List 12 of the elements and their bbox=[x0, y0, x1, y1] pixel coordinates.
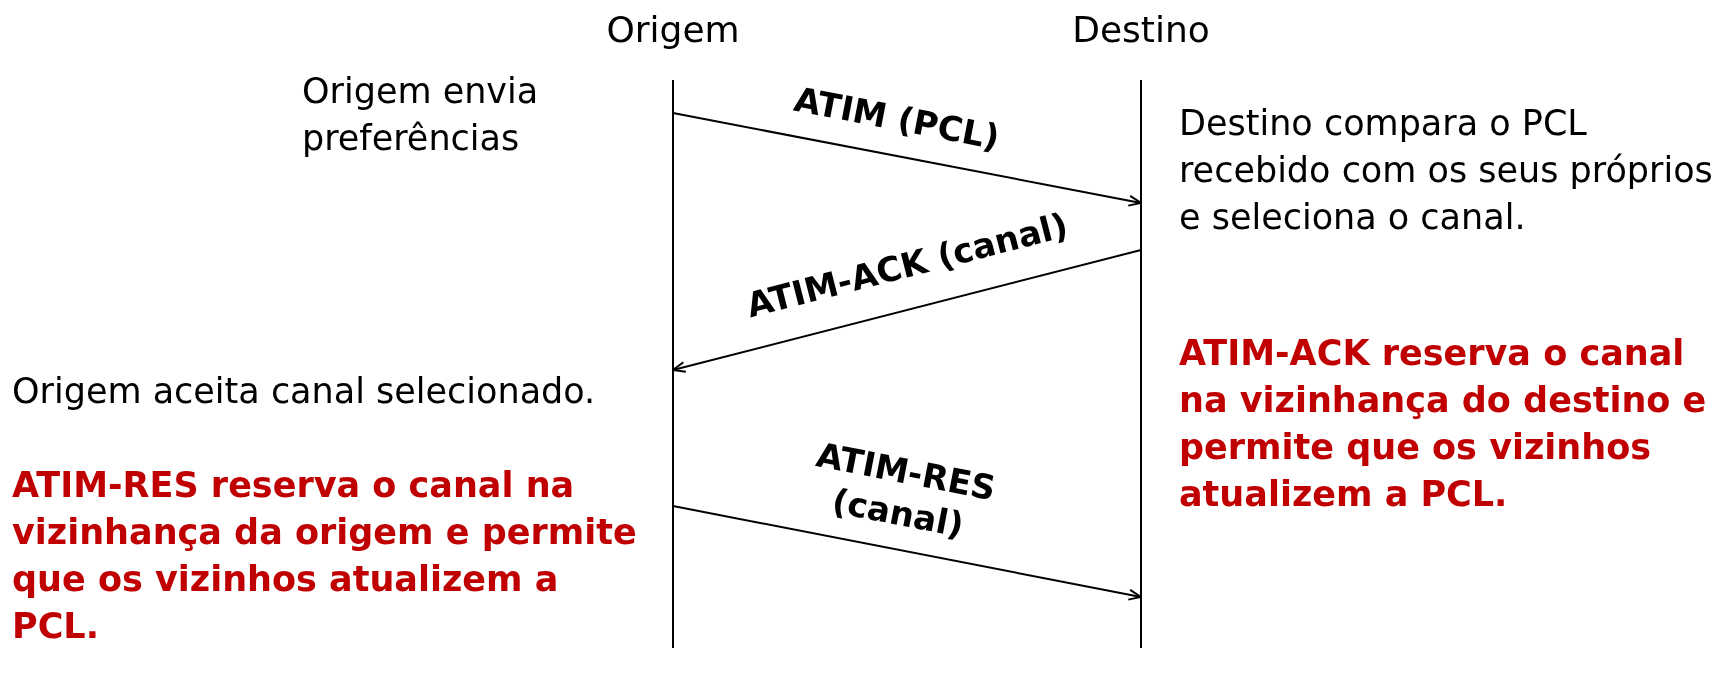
message-arrow bbox=[672, 112, 1142, 207]
edge-label: ATIM-RES (canal) bbox=[812, 432, 1000, 547]
edge-label: ATIM (PCL) bbox=[790, 77, 1003, 159]
participant-name: Destino bbox=[1071, 8, 1211, 52]
note-text: Destino compara o PCL recebido com os seus próprios e seleciona o canal. bbox=[1179, 102, 1714, 239]
message-arrow bbox=[672, 505, 1142, 601]
note-text: Origem aceita canal selecionado. bbox=[12, 370, 597, 413]
note-text: ATIM-ACK reserva o canal na vizinhança do destino e permite que os vizinhos atualizem a PCL. bbox=[1179, 332, 1708, 516]
note-text: ATIM-RES reserva o canal na vizinhança da origem e permite que os vizinhos atualizem a PCL. bbox=[12, 464, 638, 648]
participant-name: Origem bbox=[605, 8, 741, 52]
message-arrow bbox=[672, 249, 1142, 373]
note-text: Origem envia preferências bbox=[302, 70, 540, 160]
